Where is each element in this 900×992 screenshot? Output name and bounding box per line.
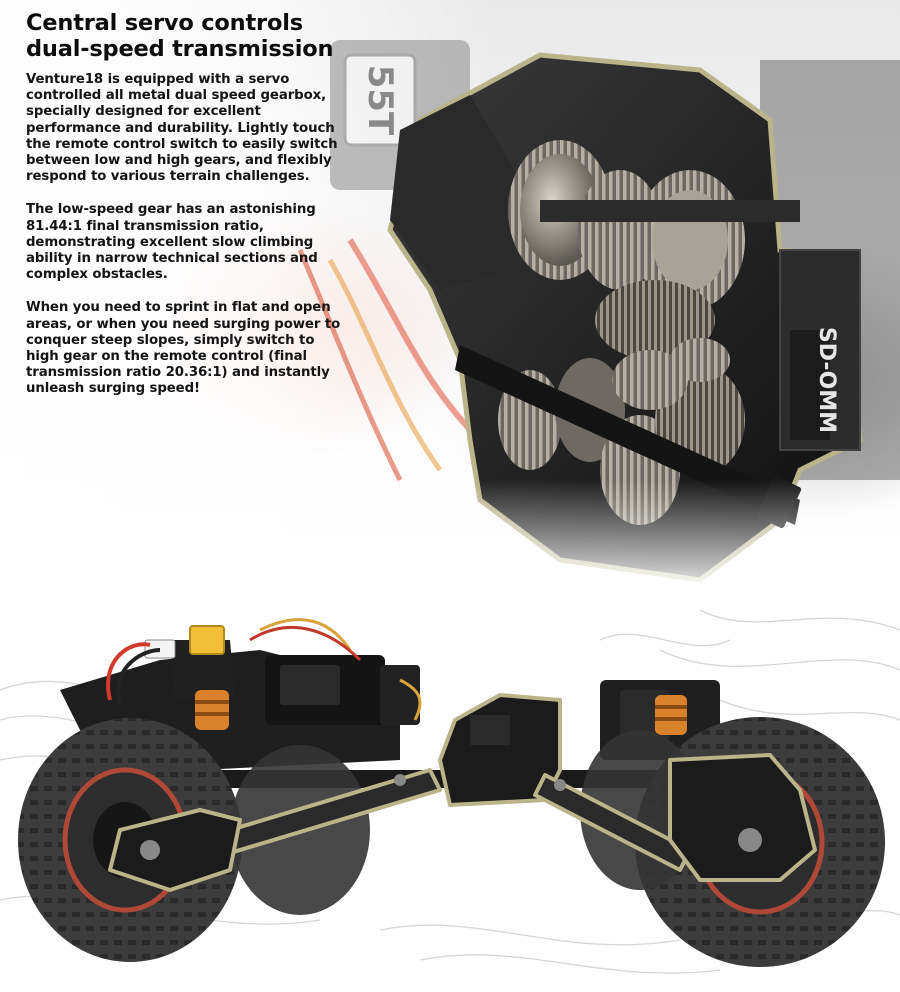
shock-absorbers (195, 690, 687, 735)
paragraph-high-gear: When you need to sprint in flat and open… (26, 300, 341, 397)
servo-label: SD-OMM (814, 327, 839, 433)
drivetrain-highlight (108, 693, 817, 892)
text-block: Central servo controls dual-speed transm… (26, 10, 344, 398)
servo: SD-OMM (779, 249, 861, 451)
paragraph-intro: Venture18 is equipped with a servo contr… (26, 72, 338, 185)
paragraph-low-gear: The low-speed gear has an astonishing 81… (26, 202, 318, 283)
drivetrain-details (140, 774, 762, 860)
gearbox-cutaway-illustration: 55T SD-OMM (0, 40, 900, 600)
motor-label: 55T (360, 65, 400, 136)
page-title: Central servo controls dual-speed transm… (26, 10, 334, 62)
